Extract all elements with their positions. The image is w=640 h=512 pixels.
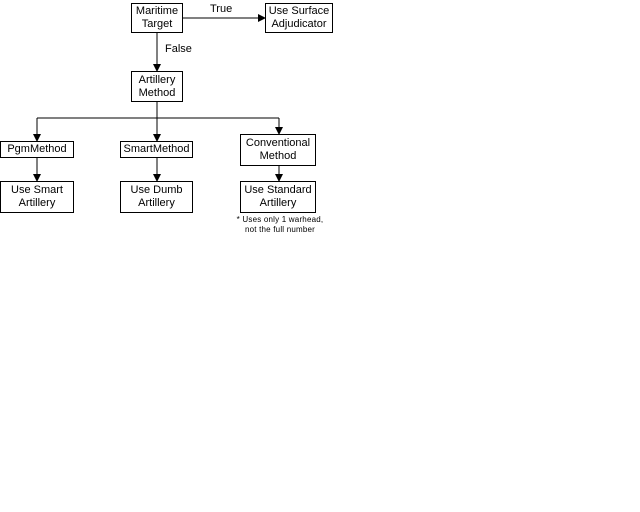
node-pgm-method: PgmMethod [0, 141, 74, 158]
node-use-smart-artillery: Use Smart Artillery [0, 181, 74, 213]
footnote-warhead: * Uses only 1 warhead, not the full numb… [236, 215, 324, 234]
node-artillery-method: Artillery Method [131, 71, 183, 102]
node-conventional-method: Conventional Method [240, 134, 316, 166]
edge-label-true: True [210, 3, 233, 15]
node-use-surface-adjudicator: Use Surface Adjudicator [265, 3, 333, 33]
node-smart-method: SmartMethod [120, 141, 193, 158]
node-use-dumb-artillery: Use Dumb Artillery [120, 181, 193, 213]
edge-label-false: False [165, 43, 192, 55]
node-maritime-target: Maritime Target [131, 3, 183, 33]
node-use-standard-artillery: Use Standard Artillery [240, 181, 316, 213]
